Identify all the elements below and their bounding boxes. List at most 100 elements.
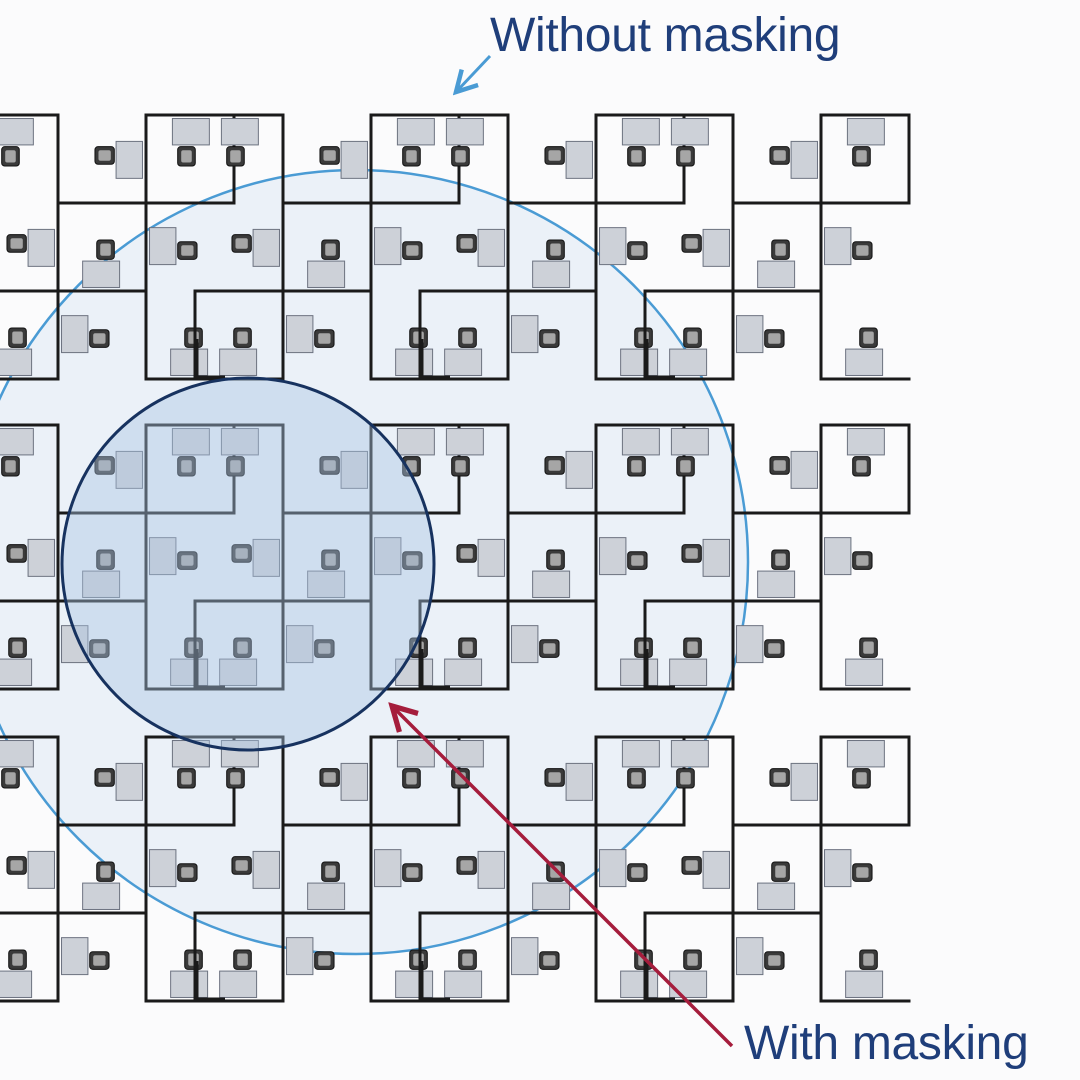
desk-icon	[620, 970, 659, 998]
chair-seat	[230, 150, 241, 163]
chair-seat	[455, 460, 466, 473]
partition-wall	[369, 511, 461, 603]
cubicle	[144, 823, 236, 915]
partition-wall	[144, 201, 236, 293]
desk-icon	[395, 970, 434, 998]
partition-wall	[594, 201, 686, 293]
partition-wall	[506, 289, 598, 381]
desk-icon	[621, 118, 660, 146]
desk-icon	[532, 882, 571, 910]
chair-seat	[93, 955, 106, 966]
chair-seat	[543, 955, 556, 966]
partition-wall	[643, 735, 735, 827]
without-masking-label: Without masking	[490, 9, 841, 62]
cubicle	[594, 201, 686, 293]
desk-icon	[0, 428, 34, 456]
desk-icon	[846, 740, 885, 768]
chair-seat	[685, 238, 698, 249]
partition-wall	[0, 113, 60, 205]
desk-icon	[374, 849, 402, 888]
cubicle	[731, 423, 823, 515]
chair-seat	[237, 331, 248, 344]
partition-wall	[418, 599, 510, 691]
desk-icon	[757, 882, 796, 910]
cubicle	[731, 599, 823, 691]
cubicle	[56, 289, 148, 381]
chair-seat	[460, 860, 473, 871]
chair-seat	[181, 245, 194, 256]
chair-seat	[775, 865, 786, 878]
partition-wall	[418, 911, 510, 1003]
cubicle	[643, 289, 735, 381]
partition-wall	[193, 423, 285, 515]
chair-seat	[773, 150, 786, 161]
cubicle	[731, 113, 823, 205]
partition-wall	[594, 823, 686, 915]
partition-wall	[594, 511, 686, 603]
partition-wall	[0, 687, 60, 691]
cubicle	[819, 289, 911, 381]
desk-icon	[669, 348, 708, 376]
partition-wall	[418, 113, 510, 205]
cubicle	[369, 201, 461, 293]
cubicle	[643, 423, 735, 515]
cubicle	[418, 735, 510, 827]
desk-icon	[395, 658, 434, 686]
chair-seat	[455, 150, 466, 163]
chair-seat	[235, 548, 248, 559]
desk-icon	[0, 970, 33, 998]
partition-wall	[193, 599, 285, 691]
partition-wall	[369, 201, 461, 293]
cubicle-cluster	[643, 423, 911, 691]
desk-icon	[824, 537, 852, 576]
cubicle	[506, 911, 598, 1003]
desk-icon	[477, 228, 505, 267]
cubicle	[594, 823, 686, 915]
desk-icon	[396, 118, 435, 146]
cubicle	[731, 823, 823, 915]
cubicle	[819, 201, 911, 293]
cubicle	[819, 823, 911, 915]
chair-seat	[100, 865, 111, 878]
partition-wall	[281, 599, 373, 691]
desk-icon	[670, 118, 709, 146]
chair-seat	[631, 150, 642, 163]
desk-icon	[149, 537, 177, 576]
cubicle	[144, 113, 236, 205]
desk-icon	[702, 538, 730, 577]
desk-icon	[374, 227, 402, 266]
chair-seat	[230, 460, 241, 473]
desk-icon	[532, 570, 571, 598]
cubicle	[56, 911, 148, 1003]
desk-icon	[396, 740, 435, 768]
desk-icon	[149, 849, 177, 888]
chair-seat	[768, 955, 781, 966]
cubicle	[731, 289, 823, 381]
cubicle	[281, 911, 373, 1003]
desk-icon	[307, 882, 346, 910]
desk-icon	[115, 762, 143, 801]
desk-icon	[702, 228, 730, 267]
desk-icon	[702, 850, 730, 889]
chair-seat	[631, 555, 644, 566]
chair-seat	[325, 553, 336, 566]
desk-icon	[27, 538, 55, 577]
cubicle	[281, 289, 373, 381]
cubicle	[0, 735, 60, 827]
desk-icon	[115, 450, 143, 489]
chair-seat	[863, 641, 874, 654]
partition-wall	[643, 113, 735, 205]
partition-wall	[0, 735, 60, 827]
chair-seat	[406, 772, 417, 785]
chair-seat	[406, 150, 417, 163]
chair-seat	[768, 643, 781, 654]
desk-icon	[170, 970, 209, 998]
partition-wall	[819, 823, 911, 915]
cubicle-cluster	[643, 113, 911, 381]
chair-seat	[323, 460, 336, 471]
desk-icon	[0, 740, 34, 768]
cubicle	[56, 823, 148, 915]
chair-seat	[230, 772, 241, 785]
cubicle	[819, 911, 911, 1003]
cubicle-floorplan	[0, 113, 911, 1003]
